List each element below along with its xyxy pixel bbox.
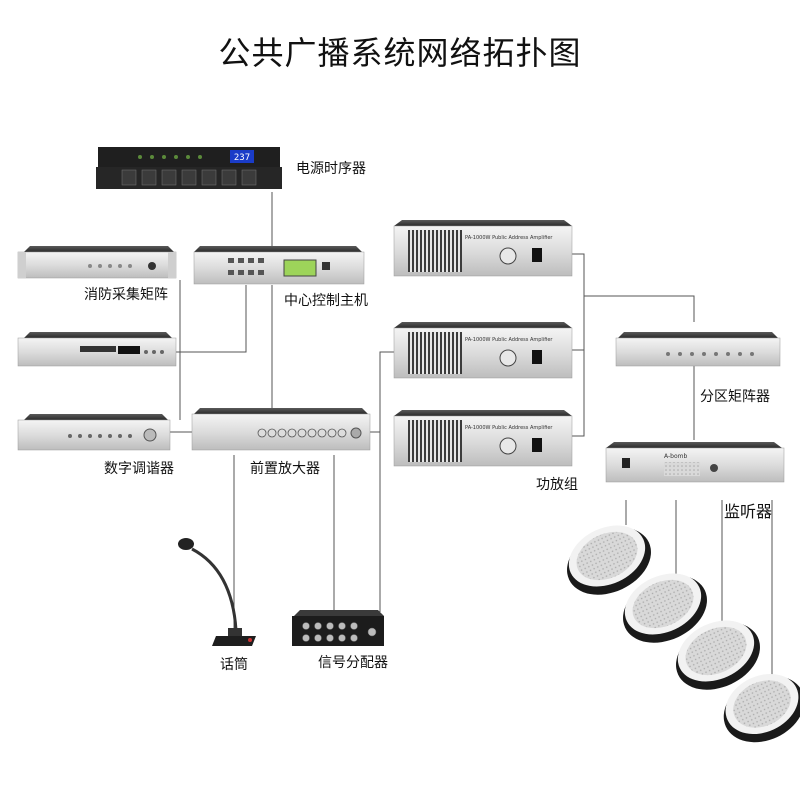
label-monitor: 监听器 [724, 502, 773, 521]
fire-matrix-device [17, 246, 177, 279]
digital-tuner-device [17, 414, 171, 451]
microphone-device [178, 538, 256, 646]
label-splitter: 信号分配器 [318, 655, 388, 671]
monitor-device: A-bomb [605, 442, 785, 483]
ceiling-speaker-3 [676, 620, 760, 690]
sequencer-display: 237 [234, 153, 250, 163]
line-splitter-amp [379, 351, 394, 612]
line-amp-group [572, 253, 585, 437]
connection-lines [168, 192, 773, 675]
amplifier-1: PA-1000W Public Address Amplifier [393, 220, 573, 277]
amp-2-label: PA-1000W Public Address Amplifier [465, 337, 553, 343]
diagram-title: 公共广播系统网络拓扑图 [218, 34, 582, 72]
central-host-device [193, 246, 365, 285]
power-sequencer-device: 237 [96, 147, 282, 189]
cd-player-device [17, 332, 177, 367]
ceiling-speaker-1 [567, 525, 651, 595]
label-fire-matrix: 消防采集矩阵 [84, 287, 168, 303]
label-amp-group: 功放组 [536, 477, 578, 493]
line-amp-zone [584, 295, 695, 322]
line-tuner-host [168, 285, 247, 353]
zone-matrix-device [615, 332, 781, 367]
amp-3-label: PA-1000W Public Address Amplifier [465, 425, 553, 431]
label-microphone: 话筒 [220, 657, 248, 673]
preamp-device [191, 408, 371, 451]
signal-splitter-device [292, 610, 384, 646]
label-digital-tuner: 数字调谐器 [104, 461, 174, 477]
label-preamp: 前置放大器 [250, 461, 320, 477]
amplifier-2: PA-1000W Public Address Amplifier [393, 322, 573, 379]
amplifier-3: PA-1000W Public Address Amplifier [393, 410, 573, 467]
label-power-sequencer: 电源时序器 [296, 161, 366, 177]
ceiling-speaker-4 [723, 673, 800, 743]
ceiling-speaker-2 [623, 573, 707, 643]
amp-1-label: PA-1000W Public Address Amplifier [465, 235, 553, 241]
label-zone-matrix: 分区矩阵器 [700, 389, 770, 405]
label-central-host: 中心控制主机 [284, 293, 368, 309]
monitor-brand: A-bomb [664, 453, 687, 460]
